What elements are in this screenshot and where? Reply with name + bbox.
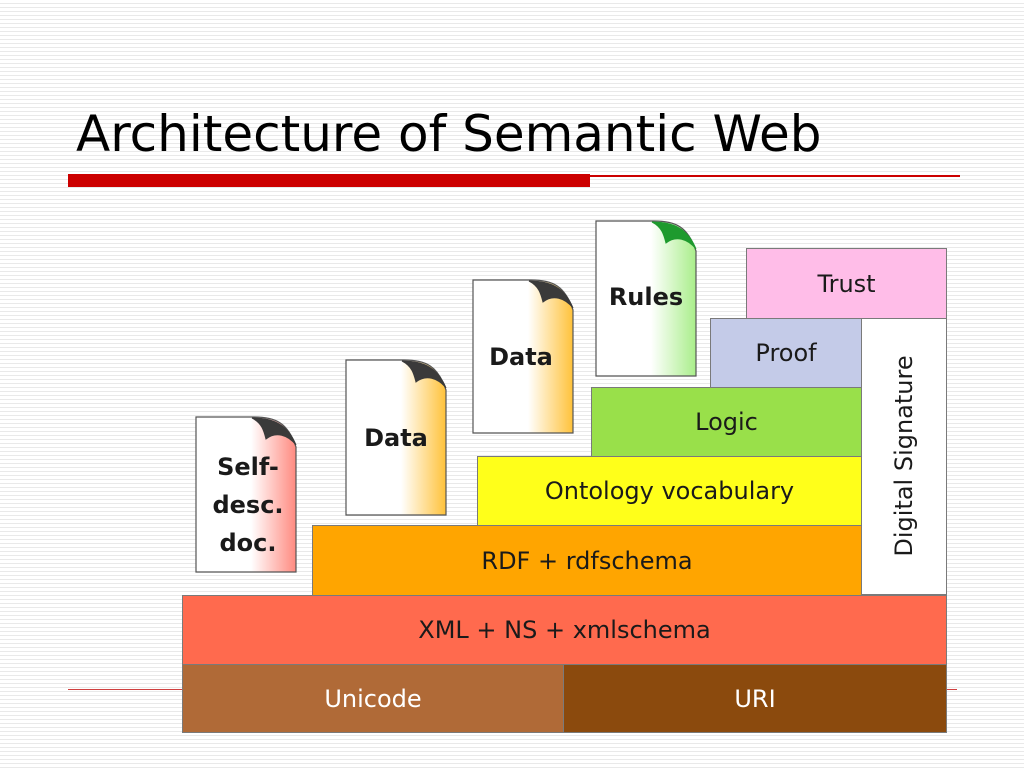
data-doc-1-text: Data [346,419,446,457]
proof-layer: Proof [710,318,862,388]
footer-rule-left [68,689,183,690]
ontology-label: Ontology vocabulary [544,477,795,505]
unicode-label: Unicode [324,684,422,713]
page-curl [528,280,574,309]
document-page [595,220,697,377]
self-desc-document-icon [195,416,297,573]
self-desc-line-1: Self- [217,453,279,481]
digital-signature-layer [861,318,947,595]
self-desc-doc-text: Self- desc. doc. [196,448,300,562]
proof-label: Proof [755,339,817,367]
trust-label: Trust [817,269,876,298]
title-underline-thin [590,175,960,177]
rules-doc-text: Rules [596,278,696,316]
ontology-layer: Ontology vocabulary [477,456,862,526]
xml-label: XML + NS + xmlschema [418,616,711,644]
page-curl [251,417,297,446]
self-desc-line-2: desc. [212,491,284,519]
rdf-layer: RDF + rdfschema [312,525,862,596]
data-document-icon-2 [472,279,574,434]
self-desc-line-3: doc. [219,529,277,557]
page-curl [651,221,697,250]
uri-layer: URI [563,664,947,733]
slide-title: Architecture of Semantic Web [76,105,822,163]
xml-layer: XML + NS + xmlschema [182,595,947,665]
data-doc-2-label: Data [489,343,553,371]
document-page [472,279,574,434]
digital-signature-label: Digital Signature [890,355,918,557]
logic-layer: Logic [591,387,862,457]
document-page [195,416,297,573]
document-page [345,359,447,516]
data-doc-1-label: Data [364,424,428,452]
rdf-label: RDF + rdfschema [481,546,693,575]
trust-layer: Trust [746,248,947,319]
title-underline-thick [68,174,590,187]
rules-doc-label: Rules [608,283,684,311]
page-curl [401,360,447,389]
footer-rule-right [947,689,957,690]
data-document-icon-1 [345,359,447,516]
rules-document-icon [595,220,697,377]
logic-label: Logic [695,408,758,436]
unicode-layer: Unicode [182,664,564,733]
data-doc-2-text: Data [471,338,571,376]
uri-label: URI [734,684,776,713]
